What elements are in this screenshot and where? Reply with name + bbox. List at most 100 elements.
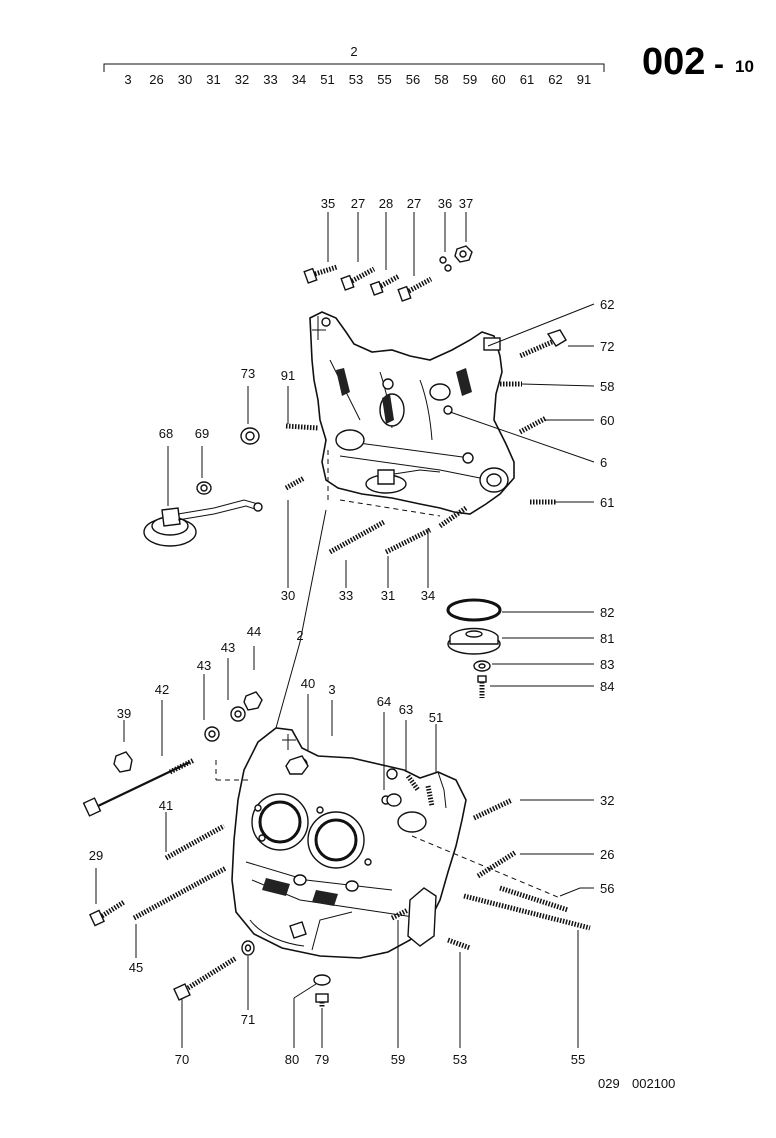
seal-and-cover <box>446 598 594 698</box>
header-item: 30 <box>178 72 192 87</box>
callout-42: 42 <box>155 682 169 697</box>
callout-6: 6 <box>600 455 607 470</box>
document-code: 029 002100 <box>598 1076 675 1091</box>
lower-half-fasteners <box>82 691 591 1008</box>
callout-27-b: 27 <box>407 196 421 211</box>
callout-70: 70 <box>175 1052 189 1067</box>
callout-62: 62 <box>600 297 614 312</box>
top-bolts-row <box>303 212 473 302</box>
page-number-main: 002 <box>642 41 705 83</box>
callout-59: 59 <box>391 1052 405 1067</box>
nut-40 <box>285 755 309 775</box>
header-item: 53 <box>349 72 363 87</box>
callout-40: 40 <box>301 676 315 691</box>
callout-28: 28 <box>379 196 393 211</box>
header-item: 31 <box>206 72 220 87</box>
callout-43-b: 43 <box>197 658 211 673</box>
callout-58: 58 <box>600 379 614 394</box>
bolt-84 <box>477 675 487 698</box>
stud-34 <box>438 505 468 529</box>
callout-72: 72 <box>600 339 614 354</box>
page-number-sub: 10 <box>735 57 754 76</box>
document-code-prefix: 029 <box>598 1076 620 1091</box>
washer-43-b <box>204 726 220 742</box>
header-item: 34 <box>292 72 306 87</box>
document-code-number: 002100 <box>632 1076 675 1091</box>
header-item: 91 <box>577 72 591 87</box>
bolt-70 <box>173 955 238 1001</box>
stud-55 <box>463 893 591 931</box>
stud-31 <box>384 527 432 555</box>
long-bolt-42 <box>82 757 196 817</box>
seal-73 <box>240 427 260 445</box>
crankcase-half-outline <box>309 311 515 515</box>
crankcase-half-lower <box>231 727 467 959</box>
callout-80: 80 <box>285 1052 299 1067</box>
stud-30 <box>284 475 306 491</box>
oil-pickup-68 <box>143 499 263 547</box>
callout-63: 63 <box>399 702 413 717</box>
stud-32 <box>472 797 514 821</box>
header-group-label: 2 <box>350 44 357 59</box>
leaders-upper <box>167 303 595 588</box>
upper-half-fasteners <box>240 329 567 555</box>
callout-53: 53 <box>453 1052 467 1067</box>
callout-34: 34 <box>421 588 435 603</box>
page-number: 002 - 10 <box>642 41 754 83</box>
seal-ring-82 <box>446 598 502 622</box>
callout-91: 91 <box>281 368 295 383</box>
header-item: 62 <box>548 72 562 87</box>
callout-73: 73 <box>241 366 255 381</box>
callout-64: 64 <box>377 694 391 709</box>
header-item: 55 <box>377 72 391 87</box>
callout-56: 56 <box>600 881 614 896</box>
callout-69: 69 <box>195 426 209 441</box>
callout-33: 33 <box>339 588 353 603</box>
header-item: 33 <box>263 72 277 87</box>
callout-43-a: 43 <box>221 640 235 655</box>
stud-45 <box>132 865 228 921</box>
stud-26 <box>476 849 518 879</box>
header-item: 32 <box>235 72 249 87</box>
header-item: 56 <box>406 72 420 87</box>
stud-41 <box>164 823 226 861</box>
leaders-lower <box>95 509 594 1048</box>
callout-2: 2 <box>296 628 303 643</box>
seal-80 <box>313 974 331 986</box>
page-number-dash: - <box>714 48 724 81</box>
callout-83: 83 <box>600 657 614 672</box>
washer-36 <box>439 256 452 272</box>
callout-44: 44 <box>247 624 261 639</box>
callout-37: 37 <box>459 196 473 211</box>
callout-71: 71 <box>241 1012 255 1027</box>
callout-55: 55 <box>571 1052 585 1067</box>
bolt-27-b <box>397 276 433 302</box>
header-item: 26 <box>149 72 163 87</box>
stud-60 <box>518 415 548 435</box>
callout-31: 31 <box>381 588 395 603</box>
callout-51: 51 <box>429 710 443 725</box>
cover-81 <box>447 627 501 655</box>
callout-45: 45 <box>129 960 143 975</box>
bolt-29 <box>89 899 126 927</box>
callout-81: 81 <box>600 631 614 646</box>
callout-39: 39 <box>117 706 131 721</box>
clip-39 <box>113 751 133 773</box>
callout-61: 61 <box>600 495 614 510</box>
washer-83 <box>473 660 491 672</box>
stud-91 <box>285 423 319 431</box>
header-item: 60 <box>491 72 505 87</box>
stud-56 <box>499 885 569 913</box>
callout-35: 35 <box>321 196 335 211</box>
header-bracket <box>103 63 605 72</box>
nut-44 <box>243 691 263 711</box>
plug-79 <box>315 993 329 1008</box>
bolt-27-a <box>340 266 376 291</box>
crankcase-half-upper <box>309 311 515 515</box>
callout-labels: 35 27 28 27 36 37 62 72 58 60 6 61 73 91… <box>89 196 615 1067</box>
plug-64 <box>386 793 402 807</box>
callout-79: 79 <box>315 1052 329 1067</box>
washer-43-a <box>230 706 246 722</box>
